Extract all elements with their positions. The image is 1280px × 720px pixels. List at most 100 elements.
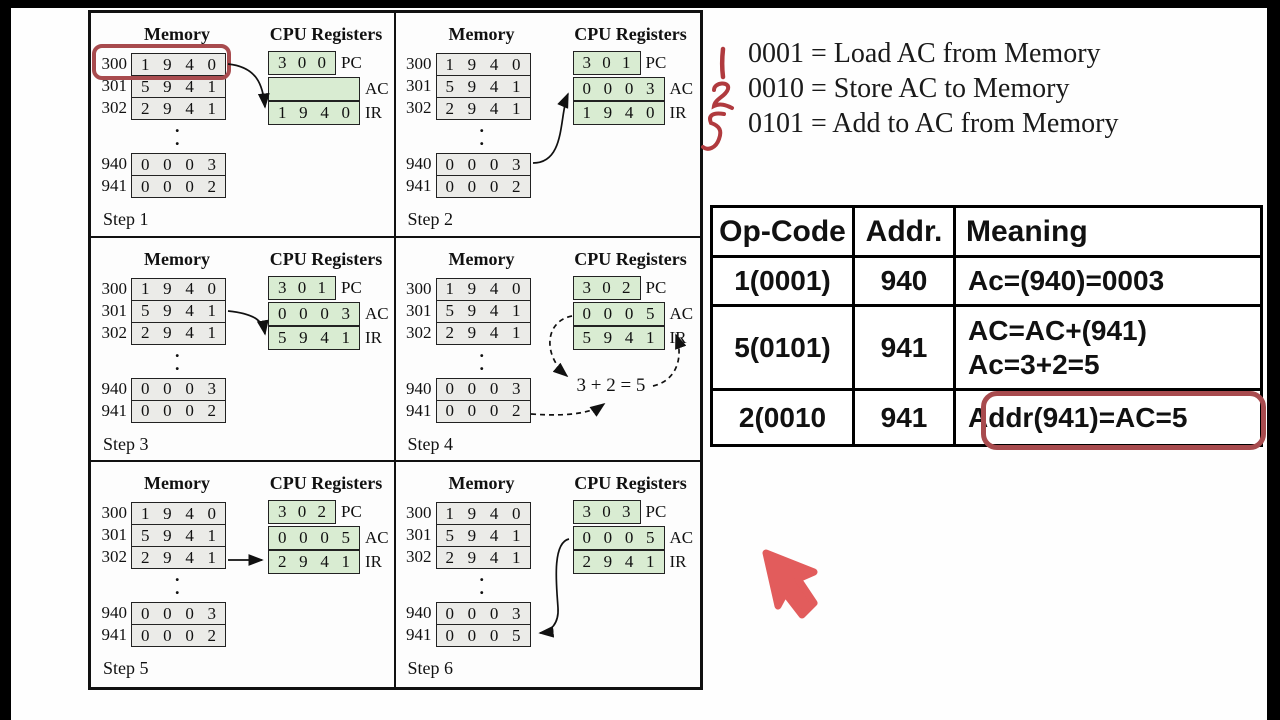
register-digit: 4 <box>489 279 499 299</box>
register-digit: 0 <box>624 528 634 548</box>
register-digit: 1 <box>645 327 655 347</box>
register-digit: 9 <box>603 103 613 122</box>
register-digit: 0 <box>163 154 172 174</box>
memory-address: 302 <box>101 322 128 342</box>
memory-address: 941 <box>101 400 128 420</box>
register-digit: 4 <box>185 54 194 74</box>
register-digit: 1 <box>207 98 216 118</box>
register-digit: 0 <box>445 154 455 174</box>
register-pc-label: PC <box>341 53 362 72</box>
register-digit: 9 <box>163 76 172 96</box>
table-header-meaning: Meaning <box>956 208 1263 258</box>
register-digit: 1 <box>445 503 455 523</box>
register-digit: 0 <box>467 154 477 174</box>
register-digit: 4 <box>489 54 499 74</box>
register-digit: 0 <box>467 603 477 623</box>
register-digit: 0 <box>141 401 150 421</box>
register-digit: 2 <box>141 323 150 343</box>
register-digit: 0 <box>582 79 592 98</box>
register-digit: 0 <box>602 277 611 297</box>
table-cell-meaning: AC=AC+(941)Ac=3+2=5 <box>956 307 1263 391</box>
register-digit: 9 <box>467 525 477 545</box>
step-label: Step 2 <box>407 209 454 229</box>
cpu-registers-title: CPU Registers <box>269 248 383 269</box>
register-digit: 0 <box>511 54 521 74</box>
register-digit: 5 <box>645 303 655 323</box>
letterbox-right <box>1267 0 1280 720</box>
memory-address: 300 <box>101 503 128 523</box>
memory-address: 300 <box>101 278 128 298</box>
register-digit: 4 <box>489 547 499 567</box>
register-digit: 0 <box>445 603 455 623</box>
register-digit: 1 <box>317 277 327 297</box>
memory-address: 302 <box>101 98 128 117</box>
register-digit: 5 <box>341 528 350 548</box>
register-digit: 2 <box>207 401 216 421</box>
register-ac-label: AC <box>365 528 389 548</box>
register-digit: 4 <box>489 323 499 343</box>
register-digit: 0 <box>207 279 216 299</box>
register-digit: 2 <box>141 547 150 567</box>
register-ac-label: AC <box>365 79 389 98</box>
register-digit: 1 <box>207 525 216 545</box>
table-header-opcode: Op-Code <box>713 208 855 258</box>
register-digit: 9 <box>467 323 477 343</box>
register-digit: 9 <box>299 552 308 572</box>
register-digit: 0 <box>467 401 477 421</box>
cpu-registers-title: CPU Registers <box>574 248 687 269</box>
register-digit: 9 <box>467 279 477 299</box>
letterbox-top <box>0 0 1280 8</box>
memory-address: 941 <box>406 400 432 420</box>
register-digit: 4 <box>489 525 499 545</box>
register-digit: 0 <box>489 154 499 174</box>
meaning-line: Addr(941)=AC=5 <box>968 401 1188 433</box>
step-label: Step 5 <box>103 658 149 679</box>
register-digit: 1 <box>511 323 521 343</box>
register-digit: 0 <box>603 79 613 98</box>
memory-ellipsis-dot: . <box>175 340 180 361</box>
register-pc-label: PC <box>645 277 667 297</box>
register-digit: 1 <box>511 76 521 96</box>
data-flow-arrows <box>228 554 264 567</box>
cpu-registers-title: CPU Registers <box>269 24 383 44</box>
memory-address: 940 <box>406 154 432 173</box>
table-cell-meaning: Addr(941)=AC=5 <box>956 391 1263 444</box>
register-digit: 1 <box>511 301 521 321</box>
register-digit: 9 <box>163 54 172 74</box>
memory-address: 301 <box>406 300 432 320</box>
register-digit: 0 <box>582 528 592 548</box>
register-digit: 4 <box>185 547 194 567</box>
register-digit: 1 <box>207 547 216 567</box>
addition-annotation: 3 + 2 = 5 <box>576 374 646 396</box>
register-digit: 0 <box>489 379 499 399</box>
register-digit: 3 <box>622 502 631 522</box>
memory-address: 302 <box>101 547 128 567</box>
register-digit: 9 <box>163 323 172 343</box>
register-digit: 0 <box>320 303 329 323</box>
register-digit: 0 <box>320 528 329 548</box>
register-digit: 2 <box>278 552 287 572</box>
register-digit: 3 <box>207 379 216 399</box>
register-digit: 3 <box>511 379 521 399</box>
register-digit: 0 <box>278 303 287 323</box>
register-ac-label: AC <box>669 528 694 548</box>
register-digit: 1 <box>207 76 216 96</box>
register-digit: 9 <box>467 54 477 74</box>
table-cell-addr: 940 <box>855 258 956 307</box>
memory-ellipsis-dot: . <box>479 578 485 599</box>
cpu-registers-title: CPU Registers <box>574 473 687 494</box>
register-digit: 9 <box>467 503 477 523</box>
